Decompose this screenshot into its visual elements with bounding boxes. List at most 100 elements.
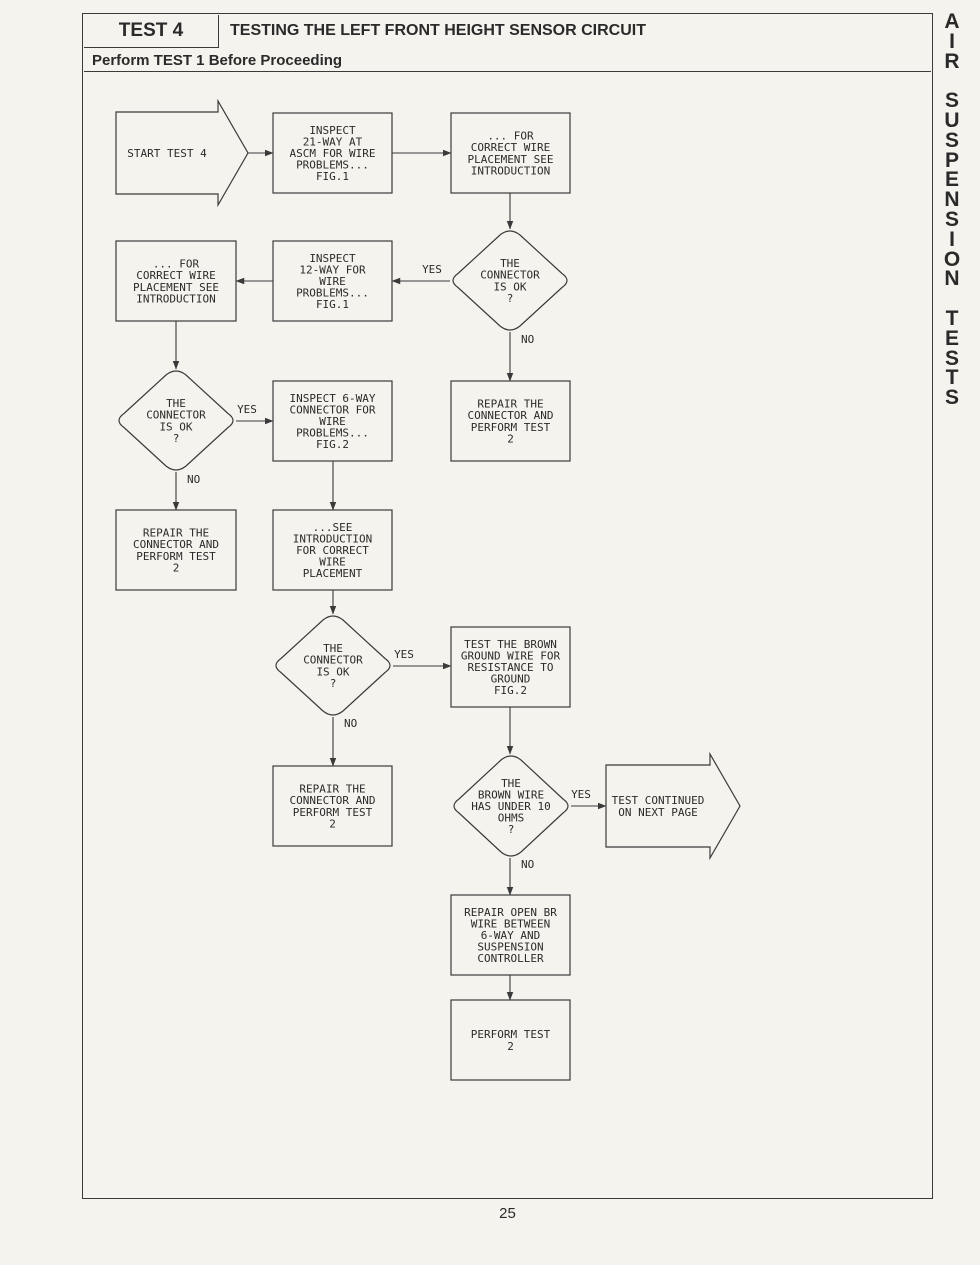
edge-label-yes: YES: [571, 788, 591, 801]
flow-node-text: CONNECTOR: [480, 269, 540, 282]
side-title-letter: N: [944, 188, 960, 212]
flow-node-text: PLACEMENT SEE: [133, 281, 219, 294]
side-title-letter: R: [944, 49, 960, 73]
flow-node-text: THE: [166, 397, 186, 410]
flow-node-text: FIG.1: [316, 170, 349, 183]
flow-node-text: ?: [330, 677, 337, 690]
edge-label-no: NO: [187, 473, 200, 486]
flow-node-text: CONNECTOR AND: [289, 794, 375, 807]
flow-node-text: REPAIR THE: [477, 398, 543, 411]
flow-node-text: ?: [507, 292, 514, 305]
flow-node-text: GROUND WIRE FOR: [461, 649, 561, 662]
flow-node-box: [272, 509, 393, 591]
test-number: TEST 4: [84, 15, 219, 48]
side-title-letter: S: [944, 128, 959, 152]
flow-node-text: REPAIR THE: [143, 527, 209, 540]
flow-node-arrow: [605, 751, 741, 861]
edge-label-no: NO: [521, 333, 534, 346]
flow-node-text: INTRODUCTION: [136, 292, 215, 305]
flow-node-text: WIRE: [319, 556, 346, 569]
flow-node-text: PLACEMENT SEE: [467, 153, 553, 166]
flow-node-diamond: [118, 370, 234, 471]
flow-node-text: 2: [507, 432, 514, 445]
side-title-letter: I: [949, 29, 955, 53]
flow-node-text: OHMS: [498, 812, 525, 825]
side-title-letter: O: [943, 247, 961, 271]
flow-node-diamond: [452, 230, 568, 331]
flow-node-box: [450, 626, 571, 708]
flow-node-box: [272, 765, 393, 847]
flow-node-text: PROBLEMS...: [296, 159, 369, 172]
flow-node-text: CONNECTOR AND: [133, 538, 219, 551]
flow-node-text: CORRECT WIRE: [136, 269, 215, 282]
side-title-letter: A: [944, 10, 960, 33]
flow-node-text: TEST CONTINUED: [612, 794, 705, 807]
flow-node-box: [272, 112, 393, 194]
flow-node-text: 2: [507, 1040, 514, 1053]
flow-node-diamond: [275, 615, 391, 716]
flow-node-text: CONNECTOR FOR: [289, 403, 375, 416]
edge-label-yes: YES: [394, 648, 414, 661]
flow-node-text: ... FOR: [487, 130, 534, 143]
edge-label-no: NO: [344, 717, 357, 730]
side-title-letter: N: [944, 267, 960, 291]
flow-node-box: [272, 240, 393, 322]
flow-node-text: CONNECTOR: [146, 409, 206, 422]
flow-node-text: REPAIR THE: [299, 783, 365, 796]
flow-node-box: [115, 240, 237, 322]
flow-node-text: 6-WAY AND: [481, 929, 541, 942]
flow-node-text: 21-WAY AT: [303, 135, 363, 148]
page-number: 25: [499, 1205, 516, 1222]
side-title-letter: S: [944, 346, 959, 370]
flow-node-text: 12-WAY FOR: [299, 263, 366, 276]
side-title-letter: P: [944, 148, 959, 172]
flow-node-text: SUSPENSION: [477, 941, 543, 954]
flow-node-text: IS OK: [493, 280, 526, 293]
flow-node-text: PERFORM TEST: [471, 1028, 551, 1041]
side-title-letter: T: [945, 306, 959, 330]
flow-node-text: CONNECTOR AND: [467, 409, 553, 422]
flow-node-text: IS OK: [316, 665, 349, 678]
flow-node-text: RESISTANCE TO: [467, 661, 553, 674]
flow-node-text: ...SEE: [313, 521, 353, 534]
flow-node-box: [450, 999, 571, 1081]
flow-node-text: THE: [500, 257, 520, 270]
flow-node-text: PERFORM TEST: [471, 421, 551, 434]
flow-node-text: PROBLEMS...: [296, 287, 369, 300]
edge-label-yes: YES: [422, 263, 442, 276]
flow-node-text: ... FOR: [153, 258, 200, 271]
edge-label-yes: YES: [237, 403, 257, 416]
flow-node-text: THE: [501, 777, 521, 790]
flow-node-text: WIRE: [319, 415, 346, 428]
flow-node-text: FIG.1: [316, 298, 349, 311]
flow-node-text: ?: [173, 432, 180, 445]
flow-node-text: 2: [329, 817, 336, 830]
flow-node-text: ON NEXT PAGE: [618, 806, 697, 819]
flow-node-text: HAS UNDER 10: [471, 800, 550, 813]
page-frame: [82, 13, 933, 1199]
side-title-letter: S: [944, 386, 959, 410]
flow-node-text: INSPECT 6-WAY: [289, 392, 375, 405]
side-title-letter: S: [944, 207, 959, 231]
side-title-letter: E: [944, 168, 959, 192]
page-title: TESTING THE LEFT FRONT HEIGHT SENSOR CIR…: [230, 22, 646, 39]
flow-node-text: ASCM FOR WIRE: [289, 147, 375, 160]
side-title-letter: T: [945, 366, 959, 390]
